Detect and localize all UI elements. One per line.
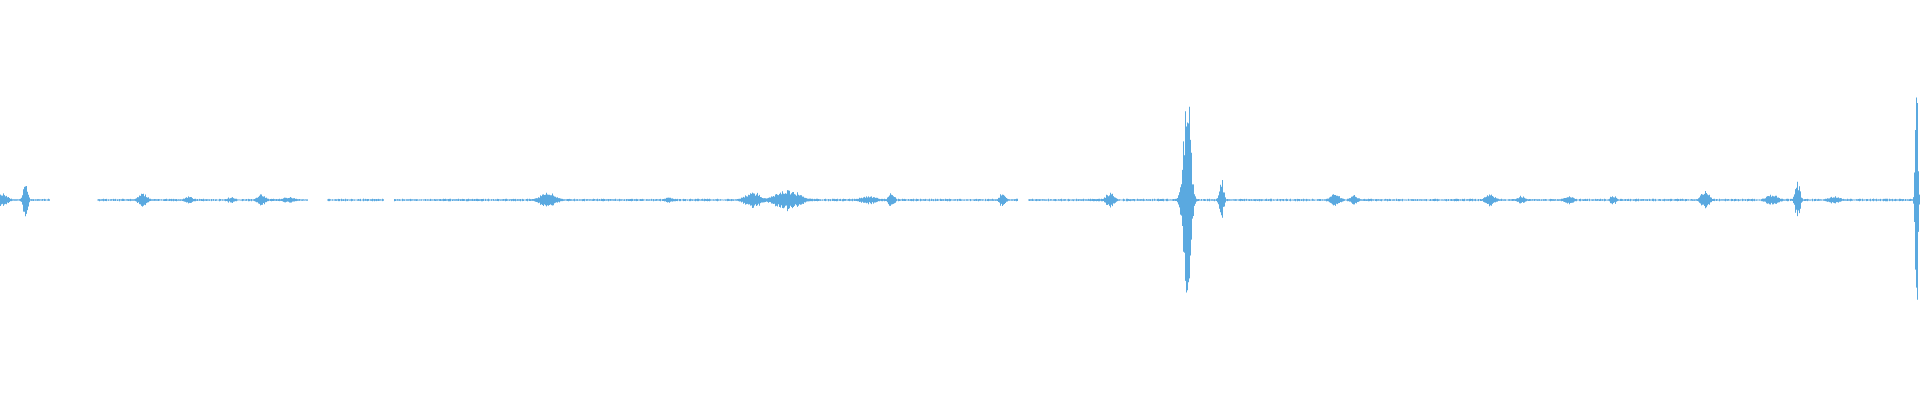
waveform-trace	[0, 97, 1920, 300]
waveform-path	[0, 97, 1920, 300]
